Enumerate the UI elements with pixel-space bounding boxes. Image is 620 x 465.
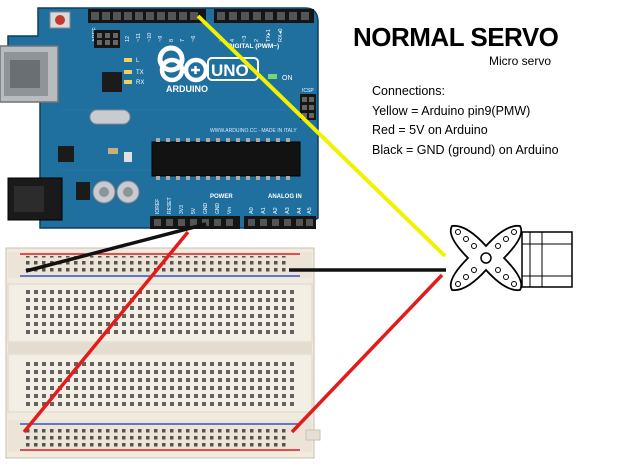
connection-red: Red = 5V on Arduino [372, 123, 488, 137]
red-power-wire-servo [290, 273, 444, 434]
pin-label: ~9 [158, 36, 164, 42]
digital-label: DIGITAL (PWM~) [228, 43, 279, 50]
on-led [268, 74, 277, 79]
connection-black: Black = GND (ground) on Arduino [372, 142, 559, 157]
website-text: WWW.ARDUINO.CC - MADE IN ITALY [210, 128, 297, 134]
pin-label: ~3 [242, 36, 248, 42]
pin-label: A0 [249, 207, 255, 214]
pin-label: 4 [230, 39, 236, 42]
pin-label: GND [203, 203, 209, 215]
pin-label: ~11 [136, 33, 142, 42]
page-subtitle: Micro servo [489, 54, 552, 68]
pin-label: TX▸1 [266, 29, 272, 42]
model-text: UNO [211, 61, 249, 80]
black-ground-wire-board [25, 222, 207, 273]
power-label: POWER [210, 194, 233, 200]
micro-servo [449, 224, 573, 292]
pin-label: A5 [307, 207, 313, 214]
logo-text: ARDUINO [166, 84, 208, 94]
connection-yellow: Yellow = Arduino pin9(PMW) [372, 103, 531, 118]
pin-label: RESET [167, 197, 173, 214]
yellow-signal-wire [196, 14, 447, 258]
page-title: NORMAL SERVO [353, 22, 559, 52]
on-label: ON [282, 75, 293, 82]
pin-label: 2 [254, 39, 260, 42]
pin-label: RX◂0 [278, 29, 284, 42]
icsp-label: ICSP [302, 88, 314, 94]
pin-label: Vin [227, 207, 233, 214]
pin-label: 3V3 [179, 205, 185, 214]
capacitors [76, 180, 140, 204]
pin-label: ~6 [191, 36, 197, 42]
breadboard [5, 247, 321, 459]
usb-chip [102, 72, 122, 92]
pin-label: 7 [180, 39, 186, 42]
connections-heading: Connections: [372, 84, 445, 98]
arduino-logo: ARDUINO UNO [157, 45, 259, 94]
pin-label: A2 [273, 207, 279, 214]
pin-label: 5V [191, 207, 197, 214]
pin-label: ~10 [147, 33, 153, 42]
analog-pin-labels: A0 A1 A2 A3 A4 A5 [249, 207, 313, 214]
pin-label: A3 [285, 207, 291, 214]
pin-label: 12 [125, 36, 131, 42]
connections-legend: Connections: Yellow = Arduino pin9(PMW) … [372, 82, 559, 160]
red-power-wire-board [22, 230, 190, 434]
analog-label: ANALOG IN [268, 194, 302, 200]
pin-label: GND [215, 203, 221, 215]
pin-label: A4 [297, 207, 303, 214]
center-channel [8, 343, 312, 353]
led-label-rx: RX [136, 80, 144, 86]
pin-label: IOREF [155, 199, 161, 214]
atmega-chip [151, 141, 301, 177]
pin-label: A1 [261, 207, 267, 214]
wires [22, 14, 447, 434]
status-leds: L TX RX [124, 58, 144, 86]
led-label-tx: TX [136, 70, 144, 76]
icsp-header [94, 30, 120, 48]
crystal [89, 109, 131, 125]
led-label-l: L [136, 58, 140, 64]
pin-label: 8 [169, 39, 175, 42]
power-pin-labels: IOREF RESET 3V3 5V GND GND Vin [155, 197, 233, 214]
